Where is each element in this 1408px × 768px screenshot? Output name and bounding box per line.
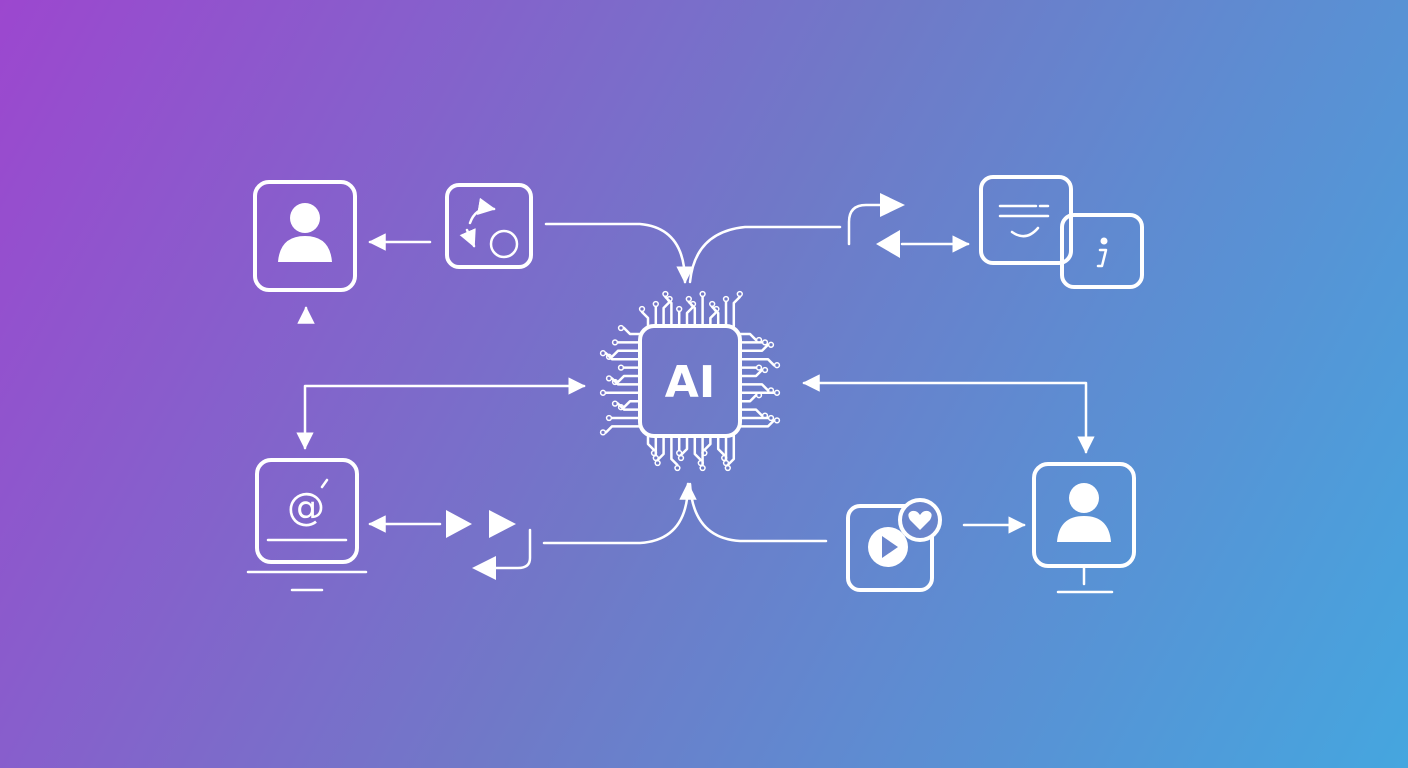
- laptop-to-ai-connector: [542, 482, 697, 545]
- right-triangle-arrow: [446, 510, 472, 538]
- user-monitor-icon[interactable]: [1032, 462, 1136, 594]
- ai-chip-label: AI: [665, 357, 715, 408]
- video-to-ai-connector: [688, 482, 828, 543]
- ai-chip-icon: AI: [599, 290, 781, 472]
- right-ai-bidirectional-connector: [802, 374, 1095, 454]
- rotate-cycle-icon[interactable]: [445, 183, 533, 269]
- video-heart-icon[interactable]: [846, 498, 942, 592]
- chip-circuit-pins: [599, 290, 781, 472]
- right-triangle-arrow: [880, 193, 905, 217]
- return-arrow-line: [492, 528, 532, 570]
- chat-bubble-icon[interactable]: [979, 175, 1073, 265]
- right-triangle-arrow: [489, 510, 516, 538]
- sync-to-ai-connector: [544, 222, 694, 284]
- user-profile-icon[interactable]: [253, 180, 357, 292]
- left-triangle-arrow: [472, 556, 496, 580]
- left-ai-bidirectional-connector: [296, 377, 586, 450]
- left-triangle-arrow: [876, 230, 900, 258]
- turn-arrow-line: [847, 203, 882, 246]
- chat-to-ai-connector: [688, 225, 842, 284]
- info-icon[interactable]: [1060, 213, 1144, 289]
- svg-text:@: @: [287, 485, 325, 529]
- laptop-at-icon[interactable]: @: [246, 458, 368, 592]
